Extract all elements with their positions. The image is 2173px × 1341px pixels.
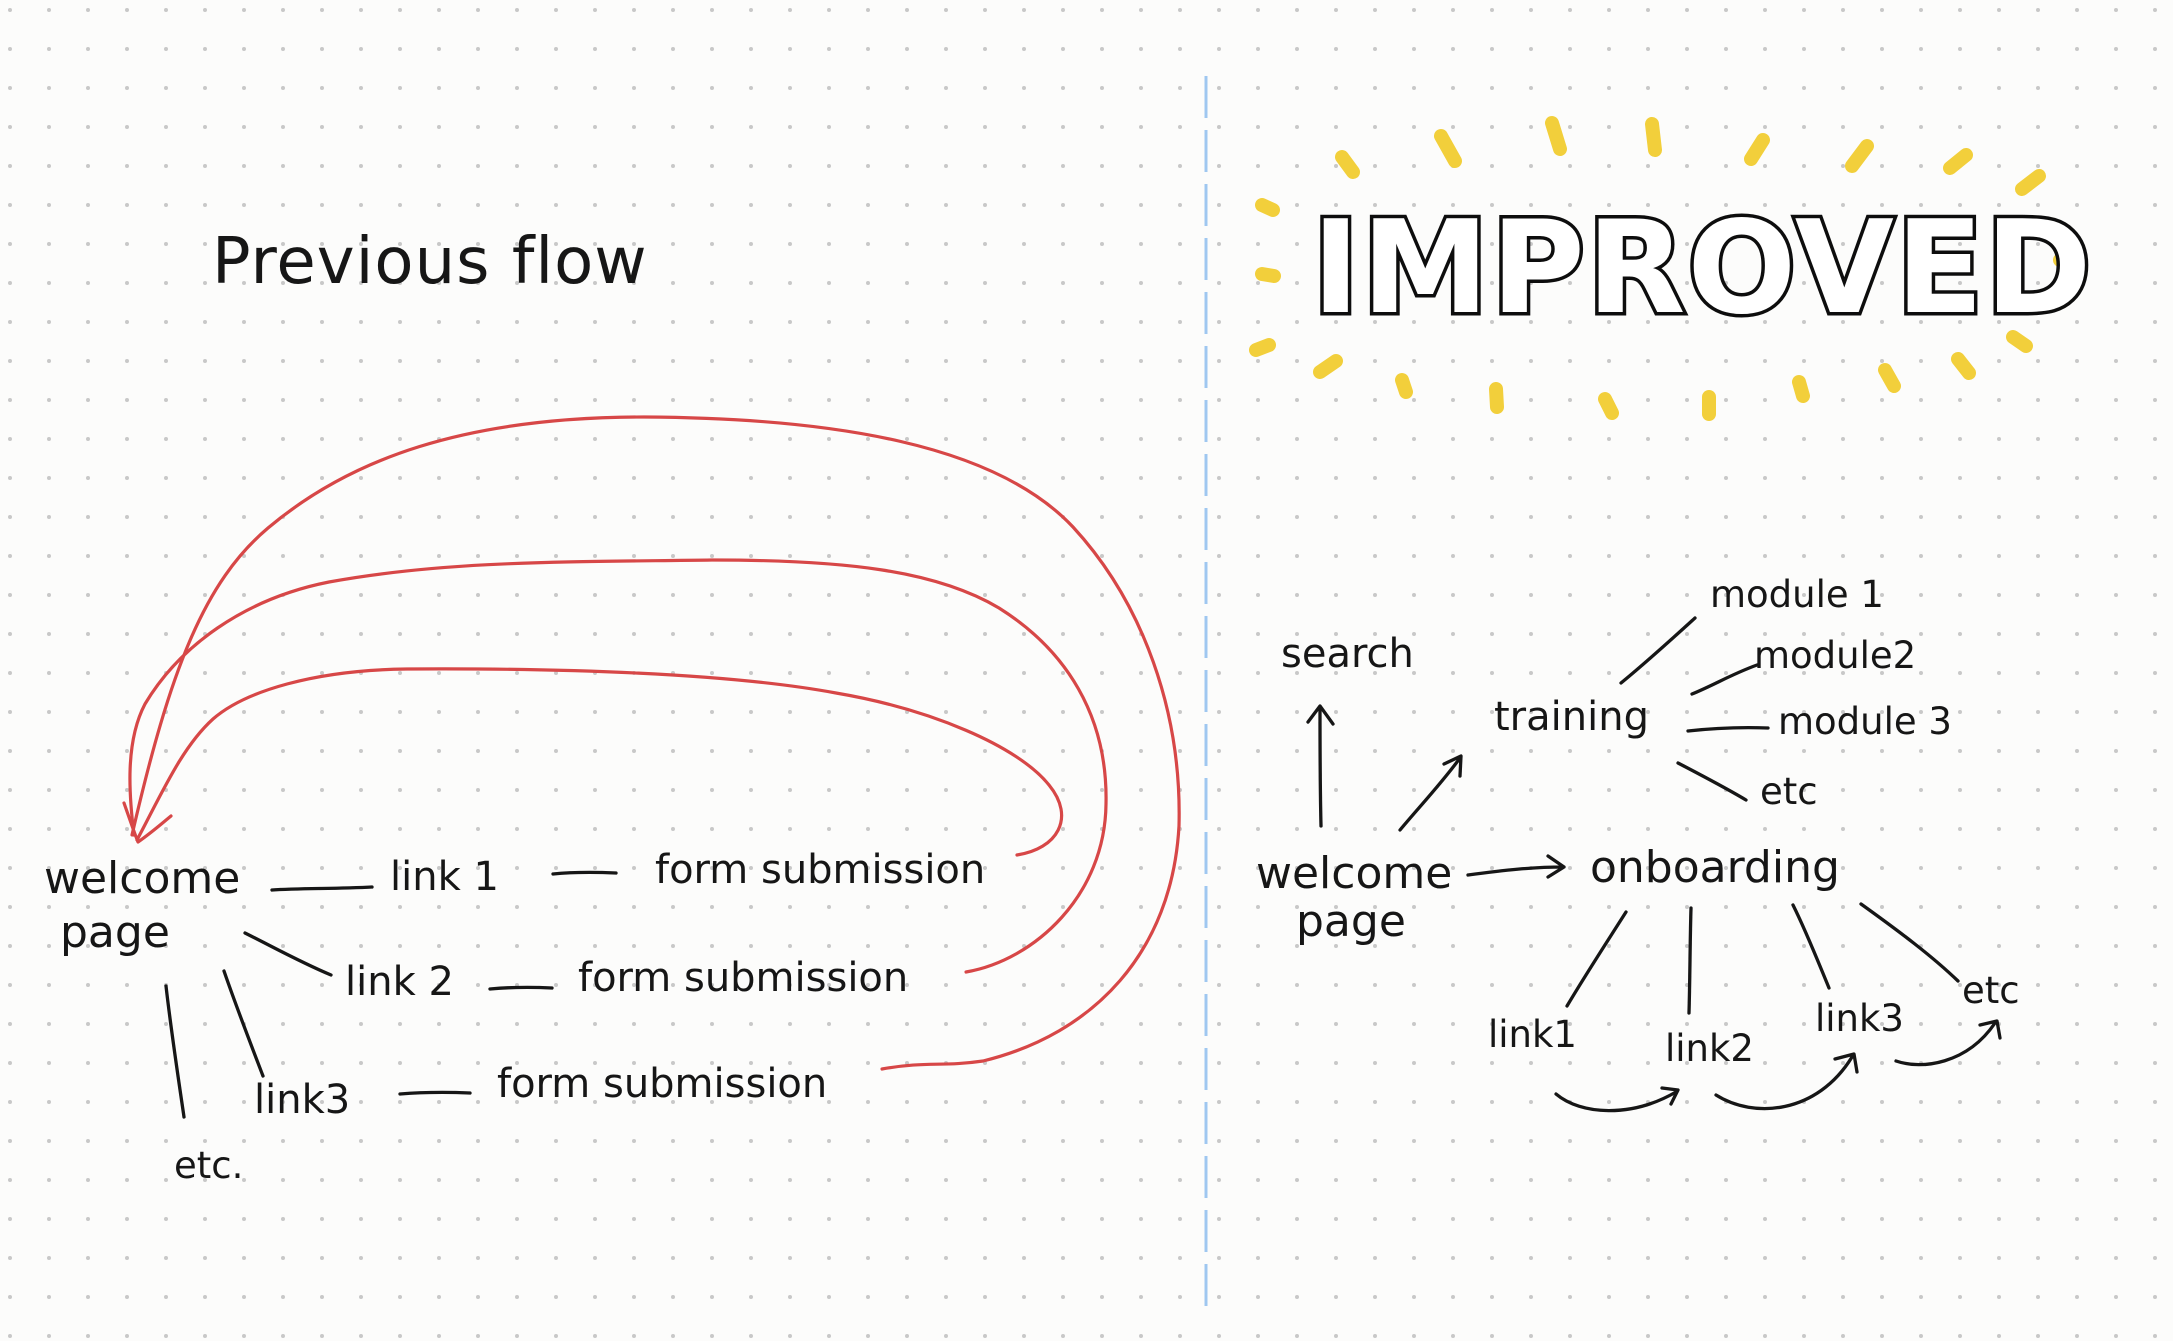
highlight-ray <box>1395 373 1413 399</box>
improved-training-to-module-1-connector <box>1619 616 1697 685</box>
improved-link-1-label: link1 <box>1488 1013 1577 1056</box>
improved-welcome-to-training-arrow <box>1398 754 1463 832</box>
improved-welcome-label-line-2: page <box>1296 896 1406 947</box>
highlight-ray <box>1943 148 1973 175</box>
improved-title-highlight-rays <box>1249 116 2080 421</box>
previous-welcome-to-link-3-connector <box>222 969 265 1078</box>
improved-onboarding-to-etc-connector <box>1859 902 1960 983</box>
previous-flow-panel: Previous flow welcome page link 1 link 2… <box>44 225 1181 1187</box>
previous-return-arrow-1 <box>135 667 1064 857</box>
previous-link-1-to-form-connector <box>551 870 618 876</box>
improved-onboarding-to-link-2-connector <box>1687 906 1693 1015</box>
improved-module-1-label: module 1 <box>1710 573 1884 616</box>
previous-link-3-label: link3 <box>254 1077 350 1123</box>
improved-flow-panel: IMPROVED search training module 1 module… <box>1249 116 2095 1113</box>
improved-training-to-module-3-connector <box>1686 725 1770 733</box>
previous-return-arrowhead <box>122 801 173 844</box>
previous-form-submission-2-label: form submission <box>578 955 908 1001</box>
improved-search-label: search <box>1281 631 1414 677</box>
highlight-ray <box>1598 392 1619 420</box>
improved-module-3-label: module 3 <box>1778 700 1952 743</box>
previous-welcome-label-line-2: page <box>60 907 170 958</box>
improved-link-2-to-link-3-arrow <box>1714 1052 1859 1111</box>
improved-title: IMPROVED <box>1312 194 2094 343</box>
highlight-ray <box>1792 375 1810 403</box>
improved-module-2-label: module2 <box>1754 634 1916 677</box>
improved-link-2-label: link2 <box>1665 1027 1754 1070</box>
improved-link-3-to-etc-arrow <box>1894 1019 2002 1067</box>
improved-welcome-to-search-arrow <box>1306 704 1335 828</box>
improved-onboarding-label: onboarding <box>1590 842 1840 893</box>
highlight-ray <box>1313 354 1343 379</box>
highlight-ray <box>2015 169 2046 196</box>
improved-training-to-etc-connector <box>1676 761 1748 802</box>
improved-onboarding-to-link-1-connector <box>1565 910 1628 1008</box>
highlight-ray <box>1489 382 1504 414</box>
previous-form-submission-1-label: form submission <box>655 847 985 893</box>
previous-link-2-label: link 2 <box>345 959 454 1005</box>
previous-flow-title: Previous flow <box>212 225 648 299</box>
previous-welcome-to-link-2-connector <box>243 931 333 977</box>
highlight-ray <box>1951 352 1976 380</box>
improved-onboarding-to-link-3-connector <box>1791 903 1831 990</box>
highlight-ray <box>1545 116 1567 156</box>
previous-welcome-label-line-1: welcome <box>44 853 240 904</box>
highlight-ray <box>1434 129 1462 168</box>
improved-welcome-to-onboarding-arrow <box>1466 854 1566 879</box>
highlight-ray <box>1255 198 1280 217</box>
highlight-ray <box>1255 267 1281 283</box>
highlight-ray <box>1744 133 1770 166</box>
improved-onboarding-etc-label: etc <box>1962 969 2020 1012</box>
highlight-ray <box>1878 363 1901 393</box>
improved-training-to-module-2-connector <box>1690 663 1759 696</box>
improved-link-1-to-link-2-arrow <box>1554 1086 1680 1113</box>
previous-link-3-to-form-connector <box>398 1090 472 1096</box>
previous-link-2-to-form-connector <box>488 985 554 991</box>
improved-training-etc-label: etc <box>1760 770 1818 813</box>
previous-etc-label: etc. <box>174 1144 243 1187</box>
previous-welcome-to-etc-connector <box>164 984 186 1119</box>
highlight-ray <box>1845 139 1874 173</box>
highlight-ray <box>2053 252 2080 267</box>
previous-welcome-to-link-1-connector <box>270 885 374 892</box>
highlight-ray <box>1645 117 1662 157</box>
improved-link-3-label: link3 <box>1815 997 1904 1040</box>
previous-link-1-label: link 1 <box>390 854 499 900</box>
highlight-ray <box>2006 330 2033 353</box>
improved-welcome-label-line-1: welcome <box>1256 848 1452 899</box>
previous-form-submission-3-label: form submission <box>497 1061 827 1107</box>
previous-return-arrow-2 <box>128 558 1108 974</box>
improved-training-label: training <box>1494 694 1649 740</box>
highlight-ray <box>1335 150 1360 179</box>
previous-return-arrow-3 <box>130 415 1181 1071</box>
highlight-ray <box>1249 338 1276 357</box>
